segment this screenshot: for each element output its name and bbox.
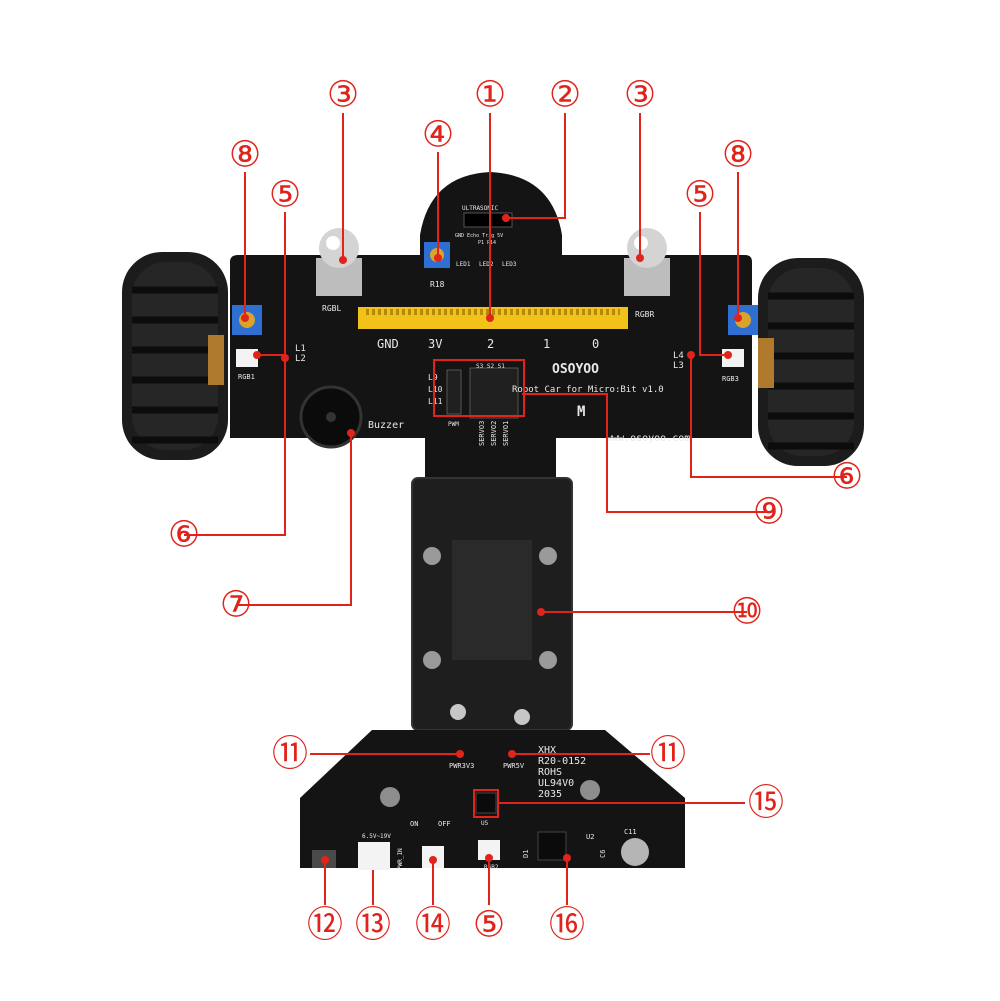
d1-label: D1 <box>522 850 530 858</box>
pwr-in-label: PWR_IN <box>397 848 404 870</box>
ir-sensor-left <box>316 228 362 296</box>
callout-label-1: ② <box>549 75 581 116</box>
pwr5v-label: PWR5V <box>503 762 525 770</box>
board-title: Robot Car for Micro:Bit v1.0 <box>512 385 664 395</box>
pwr3v3-label: PWR3V3 <box>449 762 474 770</box>
led3-label: LED3 <box>502 261 517 268</box>
led2-label: LED2 <box>479 261 494 268</box>
pin-label-2: 2 <box>487 337 494 351</box>
callout-label-7: ⑤ <box>684 175 716 216</box>
rgb1-led <box>236 349 258 367</box>
servo1-label: SERVO1 <box>502 421 510 446</box>
callout-label-0: ① <box>474 75 506 116</box>
xhx-label-2: ROHS <box>538 767 562 778</box>
website-label: www.osoyoo.com <box>606 433 690 444</box>
rgb3-label: RGB3 <box>722 375 739 383</box>
u2-label: U2 <box>586 833 594 841</box>
servo3-label: SERVO3 <box>478 421 486 446</box>
off-label: OFF <box>438 820 451 828</box>
callout-label-10: ⑨ <box>753 492 785 533</box>
l9-label: L9 <box>428 373 438 382</box>
xhx-label-3: UL94V0 <box>538 778 574 789</box>
xhx-label-0: XHX <box>538 745 556 756</box>
callout-label-17: ⑫ <box>307 905 343 946</box>
callout-label-6: ⑤ <box>269 175 301 216</box>
servo-header <box>469 367 519 419</box>
callout-label-15: ⑪ <box>650 734 686 775</box>
power-in-connector <box>358 842 390 870</box>
chip-u5 <box>475 792 497 814</box>
rgb2-led <box>478 840 500 860</box>
ir-sensor-right <box>624 228 670 296</box>
callout-box-u5 <box>473 789 499 818</box>
ultrasonic-pins-label: GND Echo Trig 5V <box>455 233 503 239</box>
rgbl-label: RGBL <box>322 304 341 313</box>
callout-label-8: ⑧ <box>722 135 754 176</box>
pwm-header <box>446 369 462 415</box>
rgb3-led <box>722 349 744 367</box>
c6-label: C6 <box>599 850 607 858</box>
pot-r18-label: R18 <box>430 280 445 289</box>
buzzer-label: Buzzer <box>368 420 404 431</box>
callout-label-13: ⑩ <box>731 592 763 633</box>
ultrasonic-label: ULTRASONIC <box>462 205 499 212</box>
pin-label-gnd: GND <box>377 337 399 351</box>
ultrasonic-header <box>463 212 513 228</box>
voltage-label: 6.5V~19V <box>362 833 391 840</box>
l2-label: L2 <box>295 354 306 364</box>
battery-holder <box>411 477 573 731</box>
capacitor-c11 <box>621 838 649 866</box>
pin-label-3v: 3V <box>428 337 442 351</box>
led1-label: LED1 <box>456 261 471 268</box>
on-label: ON <box>410 820 418 828</box>
callout-label-19: ⑭ <box>415 905 451 946</box>
u5-label: U5 <box>481 820 489 827</box>
l10-label: L10 <box>428 385 443 394</box>
right-wheel <box>758 258 864 466</box>
l11-label: L11 <box>428 397 443 406</box>
rgb1-label: RGB1 <box>238 373 255 381</box>
callout-label-11: ⑥ <box>831 457 863 498</box>
callout-label-18: ⑬ <box>355 905 391 946</box>
servo-header-label: S3 S2 S1 <box>476 363 505 370</box>
callout-label-3: ④ <box>422 115 454 156</box>
callout-box-servo <box>433 359 525 417</box>
callout-label-2: ③ <box>327 75 359 116</box>
rgbr-label: RGBR <box>635 310 654 319</box>
l3-label: L3 <box>673 361 684 371</box>
ultrasonic-sub-label: P1 P14 <box>478 240 496 246</box>
servo2-label: SERVO2 <box>490 421 498 446</box>
callout-label-16: ⑮ <box>748 783 784 824</box>
callout-label-4: ③ <box>624 75 656 116</box>
pin-label-1: 1 <box>543 337 550 351</box>
motor-logo: M <box>577 404 585 420</box>
xhx-label-4: 2035 <box>538 789 562 800</box>
xhx-label-1: R20-0152 <box>538 756 586 767</box>
silkscreen: GND 3V 2 1 0 OSOYOO Robot Car for Micro:… <box>238 205 739 871</box>
rgb2-label: RGB2 <box>484 864 499 871</box>
callout-label-20: ⑤ <box>473 905 505 946</box>
pwm-label: PWM <box>448 421 459 428</box>
callout-label-21: ⑯ <box>549 905 585 946</box>
left-wheel <box>122 252 228 460</box>
callout-label-5: ⑧ <box>229 135 261 176</box>
regulator-u2 <box>537 831 567 861</box>
callout-leaders <box>184 113 847 905</box>
brand-label: OSOYOO <box>552 362 599 377</box>
l4-label: L4 <box>673 351 684 361</box>
callout-label-14: ⑪ <box>272 734 308 775</box>
pin-label-0: 0 <box>592 337 599 351</box>
callout-dots <box>241 214 742 864</box>
c11-label: C11 <box>624 828 637 836</box>
l1-label: L1 <box>295 344 306 354</box>
callout-label-12: ⑦ <box>220 585 252 626</box>
callout-label-9: ⑥ <box>168 515 200 556</box>
